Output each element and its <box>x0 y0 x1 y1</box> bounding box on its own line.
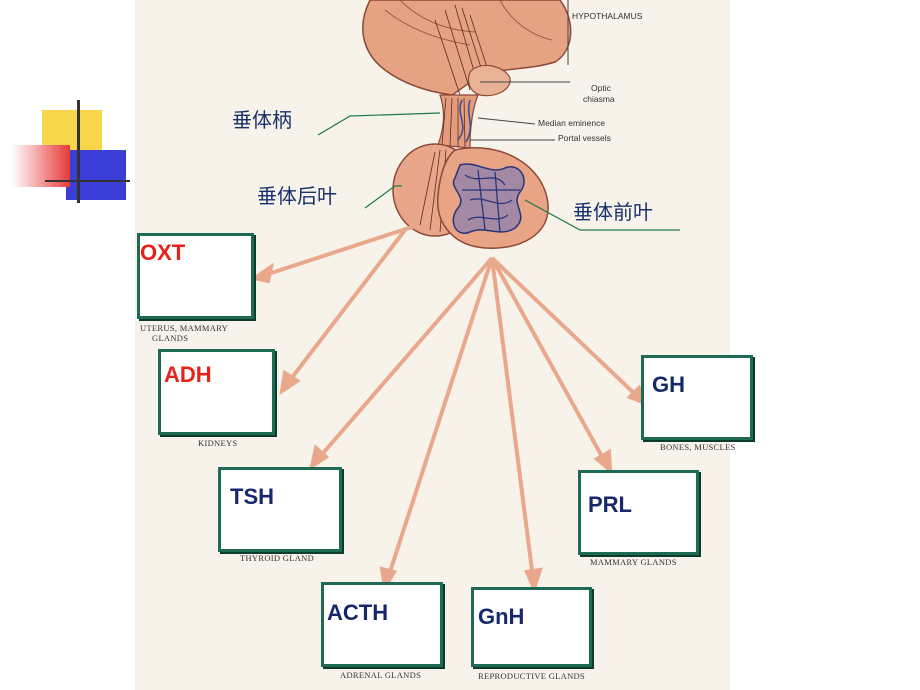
hypothalamus-illustration <box>362 0 572 97</box>
label-posterior-lobe: 垂体后叶 <box>257 184 337 208</box>
hormone-adh: ADH <box>164 362 212 387</box>
arrow-head-oxt <box>250 262 275 284</box>
label-leader-lines <box>317 112 680 231</box>
arrow-head-gnh <box>524 567 543 594</box>
hormone-gnh: GnH <box>478 604 525 629</box>
hormone-acth: ACTH <box>327 600 389 625</box>
hormone-gh: GH <box>652 372 685 397</box>
box-acth <box>321 582 443 667</box>
arrow-head-prl <box>593 448 613 475</box>
box-gnh <box>471 587 592 667</box>
hormone-oxt: OXT <box>140 240 186 265</box>
target-uterus-line1: UTERUS, MAMMARY <box>140 323 229 333</box>
box-prl <box>578 470 699 555</box>
arrow-head-tsh <box>308 444 330 471</box>
label-pituitary-stalk: 垂体柄 <box>232 108 292 132</box>
label-optic: Optic <box>591 83 611 93</box>
deco-blue-square <box>66 150 126 200</box>
target-kidneys: KIDNEYS <box>198 438 238 448</box>
target-bones: BONES, MUSCLES <box>660 442 736 452</box>
target-reproductive: REPRODUCTIVE GLANDS <box>478 671 585 681</box>
anterior-lobe <box>437 147 549 249</box>
hormone-arrows <box>250 224 649 594</box>
anatomy-leader-lines <box>470 0 570 141</box>
target-uterus-line2: GLANDS <box>152 333 189 343</box>
hormone-tsh: TSH <box>230 484 274 509</box>
label-hypothalamus: HYPOTHALAMUS <box>572 11 643 21</box>
deco-vertical-line <box>77 100 80 203</box>
label-anterior-lobe: 垂体前叶 <box>573 200 653 224</box>
target-thyroid: THYROID GLAND <box>240 553 315 563</box>
box-oxt <box>137 233 254 319</box>
target-adrenal: ADRENAL GLANDS <box>340 670 422 680</box>
arrow-head-adh <box>279 369 301 396</box>
deco-horizontal-line <box>45 180 130 182</box>
box-adh <box>158 349 275 435</box>
box-tsh <box>218 467 342 552</box>
label-portal-vessels: Portal vessels <box>558 133 611 143</box>
diagram-background <box>135 0 730 690</box>
box-gh <box>641 355 753 440</box>
hormone-prl: PRL <box>588 492 632 517</box>
label-median-eminence: Median eminence <box>538 118 606 128</box>
target-mammary: MAMMARY GLANDS <box>590 557 677 567</box>
label-chiasma: chiasma <box>583 94 615 104</box>
